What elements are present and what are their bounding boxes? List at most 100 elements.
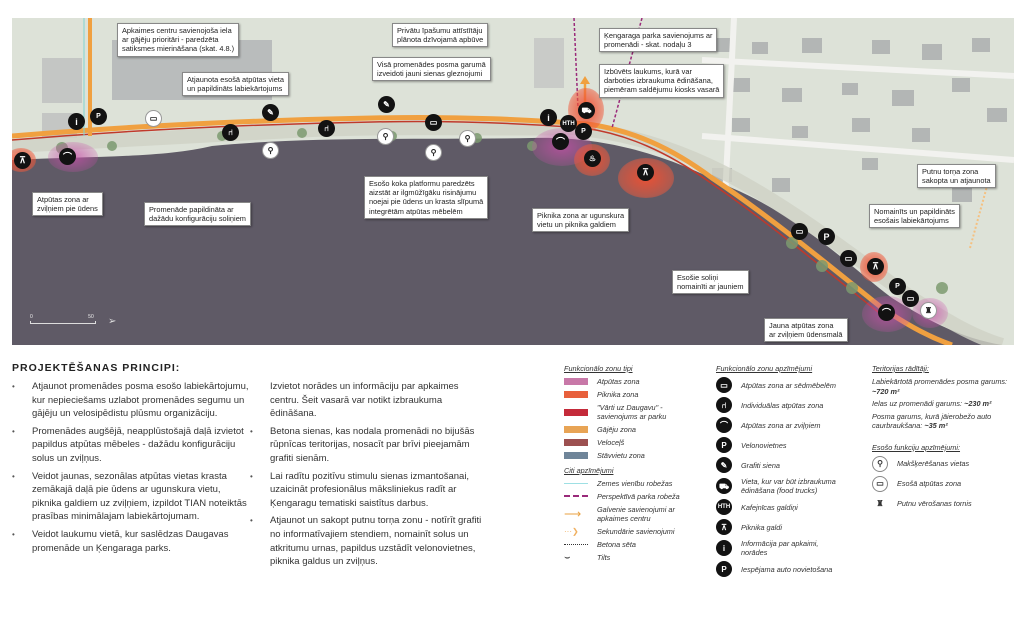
bench-icon[interactable]: ▭ xyxy=(840,250,857,267)
info-icon[interactable]: i xyxy=(540,109,557,126)
food-truck-icon[interactable]: ⛟ xyxy=(578,102,595,119)
callout-piknika-zona: Piknika zona ar ugunskura vietu un pikni… xyxy=(532,208,630,233)
principle-item: Veidot laukumu vietā, kur saslēdzas Daug… xyxy=(12,528,250,555)
legend-row: ✎Grafiti siena xyxy=(716,457,866,473)
individual-seat-icon[interactable]: ⑁ xyxy=(222,124,239,141)
graffiti-wall-icon[interactable]: ✎ xyxy=(378,96,395,113)
indicator-value: ~230 m² xyxy=(964,399,992,408)
principle-item: Betona sienas, kas nodala promenādi no b… xyxy=(250,425,488,466)
orange-dotted-arrow-icon: ···❯ xyxy=(564,527,579,536)
picnic-table-icon[interactable]: ⊼ xyxy=(867,258,884,275)
legend-label: Atpūtas zona ar zviļņiem xyxy=(741,420,821,430)
legend-row: Piknika zona xyxy=(564,390,709,399)
fishing-spot-icon[interactable]: ⚲ xyxy=(377,128,394,145)
fishing-spot-icon: ⚲ xyxy=(872,455,888,472)
bench-icon[interactable]: ▭ xyxy=(791,223,808,240)
picnic-table-icon[interactable]: ⊼ xyxy=(637,164,654,181)
legend-label: Individuālas atpūtas zona xyxy=(741,400,824,410)
legend-other-title: Citi apzīmējumi xyxy=(564,466,614,475)
callout-koka-platformu: Esošo koka platformu paredzēts aizstāt a… xyxy=(364,176,489,219)
legend-row: ⌒ Atpūtas zona ar zviļņiem xyxy=(716,417,866,433)
existing-rest-area-icon: ▭ xyxy=(872,475,888,492)
fishing-spot-icon[interactable]: ⚲ xyxy=(262,142,279,159)
indicator-label: Labiekārtotā promenādes posma garums: xyxy=(872,377,1008,386)
indicator-line: Posma garums, kurā jāierobežo auto caurb… xyxy=(872,412,1017,431)
lounger-icon[interactable]: ⌒ xyxy=(878,304,895,321)
food-truck-icon: ⛟ xyxy=(716,478,732,494)
legend-symbols-title: Funkcionālo zonu apzīmējumi xyxy=(716,364,813,373)
legend-row: ⌣ Tilts xyxy=(564,552,709,563)
scale-end: 50 xyxy=(88,314,94,320)
info-icon[interactable]: i xyxy=(68,113,85,130)
bridge-icon: ⌣ xyxy=(564,552,571,563)
legend-label: Tilts xyxy=(597,553,611,562)
car-parking-icon: P xyxy=(716,561,732,577)
callout-kengaraga-parka: Ķengaraga parka savienojums ar promenādi… xyxy=(599,28,718,53)
callout-atputas-zvilni: Atpūtas zona ar zviļņiem pie ūdens xyxy=(32,192,103,217)
fishing-spot-icon[interactable]: ⚲ xyxy=(459,130,476,147)
bike-parking-icon[interactable]: P xyxy=(90,108,107,125)
legend-row: ⚲Makšķerēšanas vietas xyxy=(872,455,1017,472)
callout-privatu-ipasumu: Privātu īpašumu attīstītāju plānota dzīv… xyxy=(392,23,489,48)
car-parking-icon[interactable]: P xyxy=(818,228,835,245)
site-plan-map: Apkaimes centru savienojoša iela ar gājē… xyxy=(12,18,1014,345)
legend-row: ⛟ Vieta, kur var būt izbraukuma ēdināšana… xyxy=(716,477,866,495)
bench-icon[interactable]: ▭ xyxy=(902,290,919,307)
existing-rest-area-icon[interactable]: ▭ xyxy=(145,110,162,127)
callout-apkaimes-iela: Apkaimes centru savienojoša iela ar gājē… xyxy=(117,23,240,57)
legend-label: "Vārti uz Daugavu" - savienojums ar park… xyxy=(597,403,667,421)
scale-bar: 0 50 xyxy=(30,314,96,324)
callout-nomainits: Nomainīts un papildināts esošais labiekā… xyxy=(869,204,960,229)
legend-label: Piknika zona xyxy=(597,390,639,399)
legend-label: Stāvvietu zona xyxy=(597,451,645,460)
legend-row: ⑁ Individuālas atpūtas zona xyxy=(716,397,866,413)
legend-row: "Vārti uz Daugavu" - savienojums ar park… xyxy=(564,403,709,421)
legend-label: Vieta, kur var būt izbraukuma ēdināšana … xyxy=(741,477,836,495)
lounger-icon[interactable]: ⌒ xyxy=(59,148,76,165)
bike-parking-icon[interactable]: P xyxy=(575,123,592,140)
legend-row: ▭ Esošā atpūtas zona xyxy=(872,475,1017,492)
principles-title: PROJEKTĒŠANAS PRINCIPI: xyxy=(12,362,181,374)
lounger-icon[interactable]: ⌒ xyxy=(552,133,569,150)
principle-item: Atjaunot un sakopt putnu torņa zonu - no… xyxy=(250,514,488,568)
principles-column-1: Atjaunot promenādes posma esošo labiekār… xyxy=(12,380,250,559)
principle-item: Veidot jaunas, sezonālas atpūtas vietas … xyxy=(12,470,250,524)
legend-label: Velonovietnes xyxy=(741,440,787,450)
info-icon: i xyxy=(716,540,732,556)
legend-label: Putnu vērošanas tornis xyxy=(897,499,972,508)
individual-seat-icon[interactable]: ⑁ xyxy=(318,120,335,137)
scale-start: 0 xyxy=(30,314,33,320)
graffiti-wall-icon: ✎ xyxy=(716,457,732,473)
callout-esosie-solini: Esošie soliņi nomainīti ar jauniem xyxy=(672,270,749,295)
legend-label: Zemes vienību robežas xyxy=(597,479,673,488)
picnic-table-icon[interactable]: ⊼ xyxy=(14,152,31,169)
graffiti-wall-icon[interactable]: ✎ xyxy=(262,104,279,121)
callout-jauna-atputas: Jauna atpūtas zona ar zviļņiem ūdensmalā xyxy=(764,318,848,343)
legend-label: Betona sēta xyxy=(597,540,636,549)
cafe-tables-icon[interactable]: HTH xyxy=(560,115,577,132)
legend-row: ···❯Sekundārie savienojumi xyxy=(564,527,709,536)
design-principles: PROJEKTĒŠANAS PRINCIPI: Atjaunot promenā… xyxy=(12,362,532,567)
dotted-line-icon xyxy=(564,540,588,549)
bench-icon[interactable]: ▭ xyxy=(425,114,442,131)
callout-promenade-solini: Promenāde papildināta ar dažādu konfigur… xyxy=(144,202,251,227)
campfire-icon[interactable]: ♨ xyxy=(584,150,601,167)
legend-row: Veloceļš xyxy=(564,438,709,447)
fishing-spot-icon[interactable]: ⚲ xyxy=(425,144,442,161)
cafe-tables-icon: HTH xyxy=(716,499,732,515)
callout-izbuvets-laukums: Izbūvēts laukums, kurā var darboties izb… xyxy=(599,64,725,98)
legend-label: Veloceļš xyxy=(597,438,625,447)
legend-row: Gājēju zona xyxy=(564,425,709,434)
principle-item: Promenādes augšējā, neapplūstošajā daļā … xyxy=(12,425,250,466)
callout-sienas-gleznojumi: Visā promenādes posma garumā izveidoti j… xyxy=(372,57,491,82)
principles-column-2: Izvietot norādes un informāciju par apka… xyxy=(250,380,488,573)
bike-parking-icon[interactable]: P xyxy=(889,278,906,295)
individual-seat-icon: ⑁ xyxy=(716,397,732,413)
legend-label: Esošā atpūtas zona xyxy=(897,479,962,488)
bird-tower-icon[interactable]: ♜ xyxy=(920,302,937,319)
lounger-icon: ⌒ xyxy=(716,417,732,433)
bird-tower-icon: ♜ xyxy=(876,499,884,508)
